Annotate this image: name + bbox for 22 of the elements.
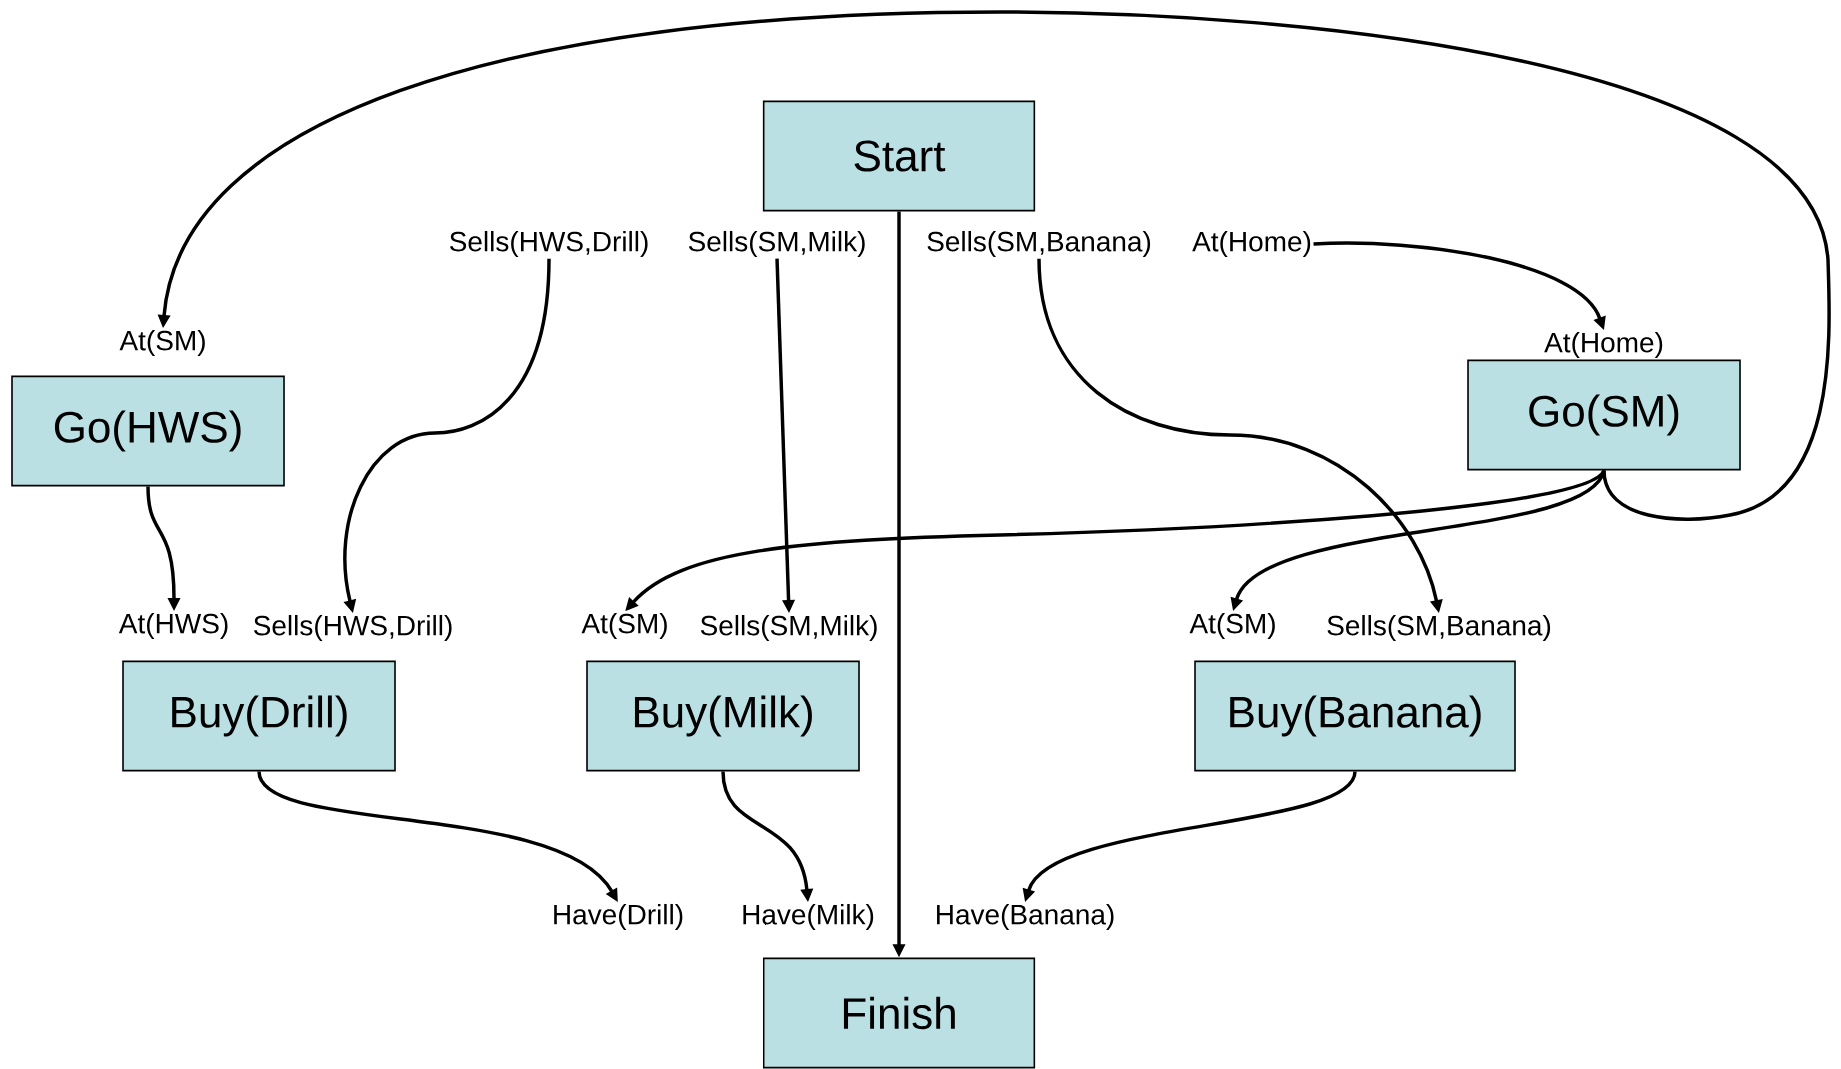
condition-label: Have(Drill) [554,903,683,931]
condition-label: At(SM) [1189,612,1275,640]
condition-label: At(Home) [1544,331,1663,359]
action-box: Finish [762,957,1036,1069]
action-box: Buy(Banana) [1194,660,1516,772]
condition-label: Sells(SM,Banana) [927,230,1151,258]
condition-label: At(SM) [581,612,667,640]
condition-label: Have(Banana) [937,903,1114,931]
condition-label: Sells(SM,Milk) [700,614,877,642]
condition-label: Sells(SM,Banana) [1327,614,1551,642]
condition-label: At(HWS) [118,612,228,640]
action-box: Go(HWS) [11,375,285,487]
condition-label: At(SM) [119,329,205,357]
action-box: Start [762,100,1036,212]
condition-label: Sells(HWS,Drill) [449,230,648,258]
condition-label: At(Home) [1192,230,1311,258]
action-box: Go(SM) [1467,359,1741,471]
condition-label: Sells(SM,Milk) [688,230,865,258]
condition-label: Have(Milk) [743,903,874,931]
action-box: Buy(Drill) [122,660,396,772]
condition-label: Sells(HWS,Drill) [253,614,452,642]
action-box: Buy(Milk) [586,660,860,772]
